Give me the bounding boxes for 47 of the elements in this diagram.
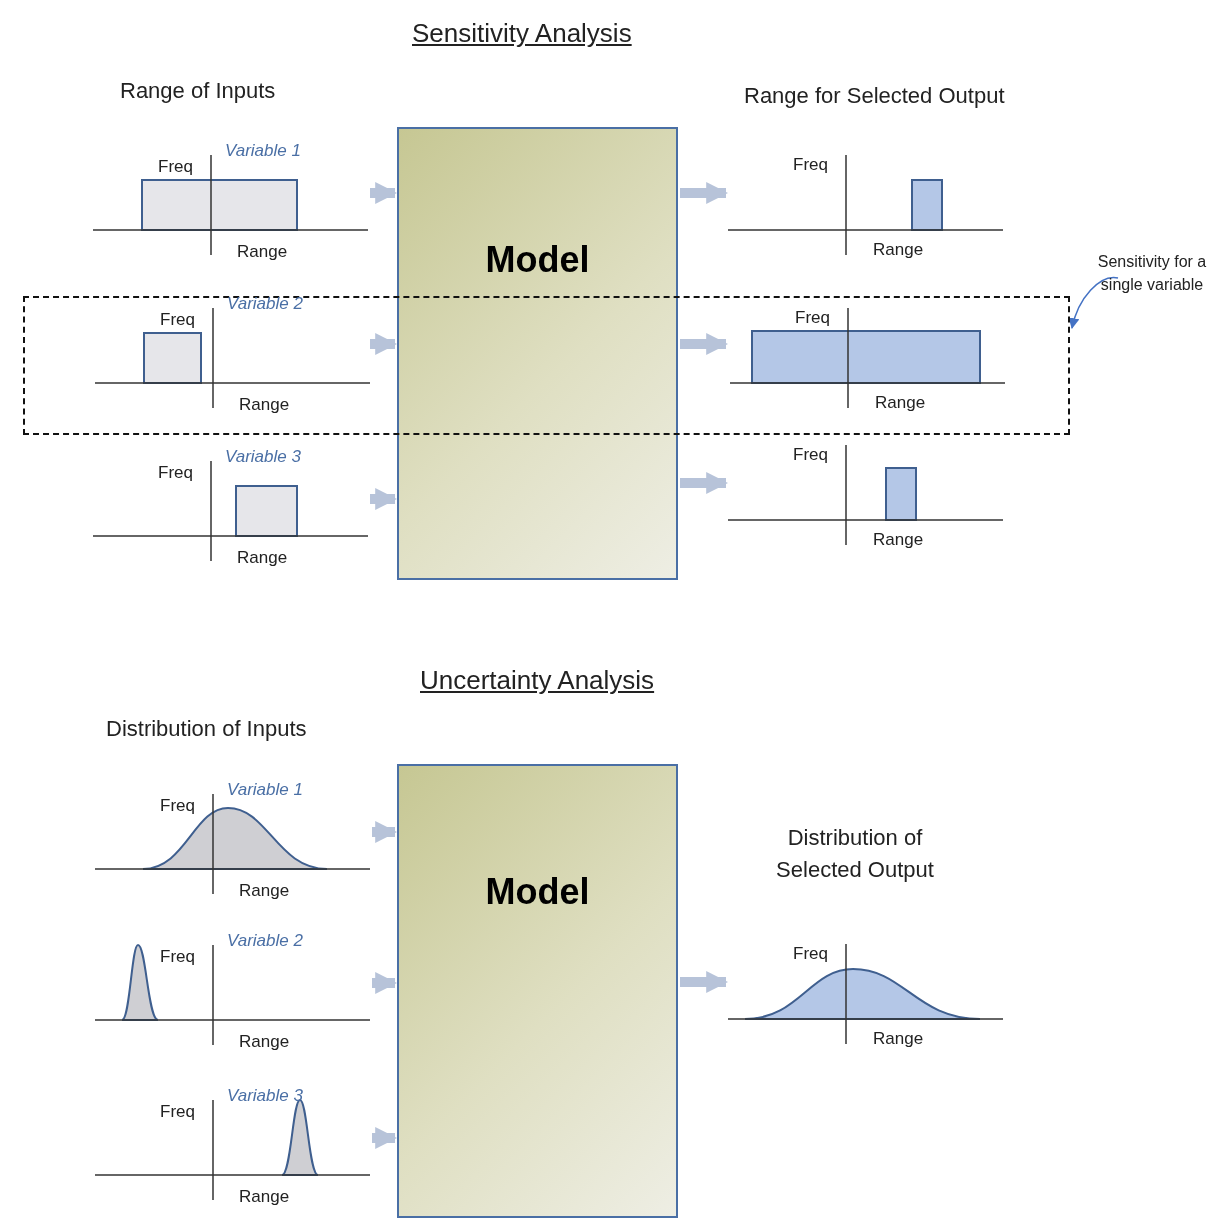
variable-label: Variable 2 bbox=[227, 931, 303, 951]
variable-label: Variable 1 bbox=[227, 780, 303, 800]
section-title: Sensitivity Analysis bbox=[412, 18, 632, 49]
axis-label: Freq bbox=[160, 1102, 195, 1122]
column-heading: Distribution of Inputs bbox=[106, 716, 307, 742]
axis-label: Range bbox=[239, 881, 290, 901]
block-arrow bbox=[372, 972, 398, 994]
block-arrow bbox=[680, 472, 729, 494]
axis-label: Freq bbox=[795, 308, 830, 328]
model-box: Model bbox=[397, 764, 678, 1218]
axis-label: Range bbox=[237, 242, 288, 262]
axis-label: Range bbox=[873, 1029, 924, 1049]
axis-label: Freq bbox=[160, 310, 195, 330]
variable-label: Variable 1 bbox=[225, 141, 301, 161]
axis-label: Range bbox=[873, 530, 924, 550]
block-arrow bbox=[680, 971, 729, 993]
variable-label: Variable 3 bbox=[225, 447, 301, 467]
section-title: Uncertainty Analysis bbox=[420, 665, 655, 696]
axis-label: Range bbox=[239, 1032, 290, 1052]
block-arrow bbox=[370, 488, 398, 510]
block-arrow bbox=[680, 182, 729, 204]
axis-label: Range bbox=[239, 1187, 290, 1207]
annotation-text: Sensitivity for a single variable bbox=[1096, 250, 1208, 296]
block-arrow bbox=[370, 182, 398, 204]
axis-label: Range bbox=[875, 393, 926, 413]
block-arrow bbox=[370, 333, 398, 355]
axis-label: Range bbox=[239, 395, 290, 415]
dashed-highlight-box bbox=[23, 296, 1070, 435]
axis-label: Freq bbox=[160, 947, 195, 967]
variable-label: Variable 2 bbox=[227, 294, 303, 314]
block-arrow bbox=[372, 1127, 398, 1149]
axis-label: Freq bbox=[793, 155, 828, 175]
axis-label: Range bbox=[873, 240, 924, 260]
axis-label: Freq bbox=[793, 445, 828, 465]
block-arrow bbox=[372, 821, 398, 843]
axis-label: Freq bbox=[793, 944, 828, 964]
column-heading: Range for Selected Output bbox=[744, 83, 1005, 109]
axis-label: Freq bbox=[160, 796, 195, 816]
axis-label: Freq bbox=[158, 157, 193, 177]
column-heading: Range of Inputs bbox=[120, 78, 276, 104]
leader-arrow bbox=[1069, 276, 1119, 330]
column-heading: Distribution of Selected Output bbox=[775, 824, 935, 884]
axis-label: Freq bbox=[158, 463, 193, 483]
model-box: Model bbox=[397, 127, 678, 580]
axis-label: Range bbox=[237, 548, 288, 568]
block-arrow bbox=[680, 333, 729, 355]
variable-label: Variable 3 bbox=[227, 1086, 303, 1106]
